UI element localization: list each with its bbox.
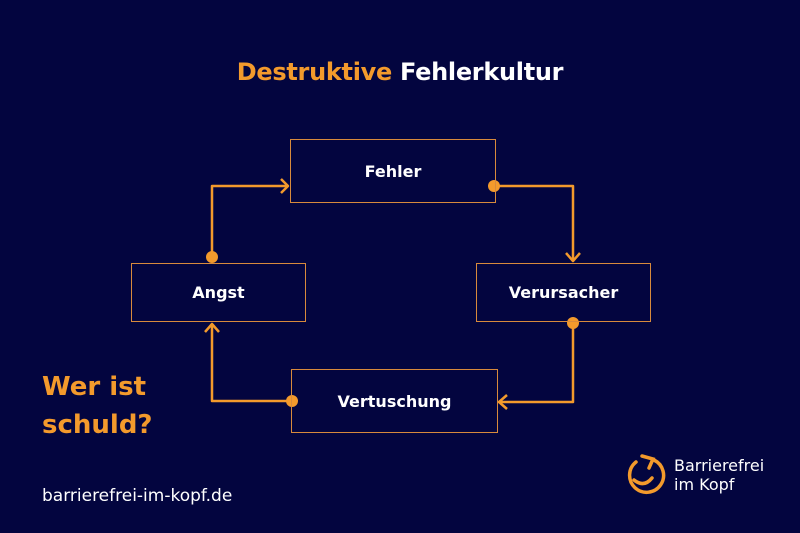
- node-verursacher: Verursacher: [476, 263, 651, 322]
- connector-dot: [488, 180, 500, 192]
- connector-dot: [286, 395, 298, 407]
- connector-vertuschung-angst: [210, 324, 292, 403]
- arrowhead: [565, 252, 581, 263]
- connector-dot: [206, 251, 218, 263]
- arrowhead: [280, 178, 290, 194]
- node-angst: Angst: [131, 263, 306, 322]
- node-vertuschung: Vertuschung: [291, 369, 498, 433]
- logo-icon: [627, 454, 666, 494]
- connector-angst-fehler: [210, 184, 288, 257]
- arrowhead: [497, 394, 508, 410]
- website-url: barrierefrei-im-kopf.de: [42, 486, 233, 506]
- connector-dot: [567, 317, 579, 329]
- page-title: Destruktive Fehlerkultur: [236, 58, 564, 86]
- node-fehler: Fehler: [290, 139, 496, 203]
- arrowhead: [204, 322, 220, 333]
- connector-verursacher-vertuschung: [499, 323, 575, 404]
- connector-fehler-verursacher: [494, 184, 575, 261]
